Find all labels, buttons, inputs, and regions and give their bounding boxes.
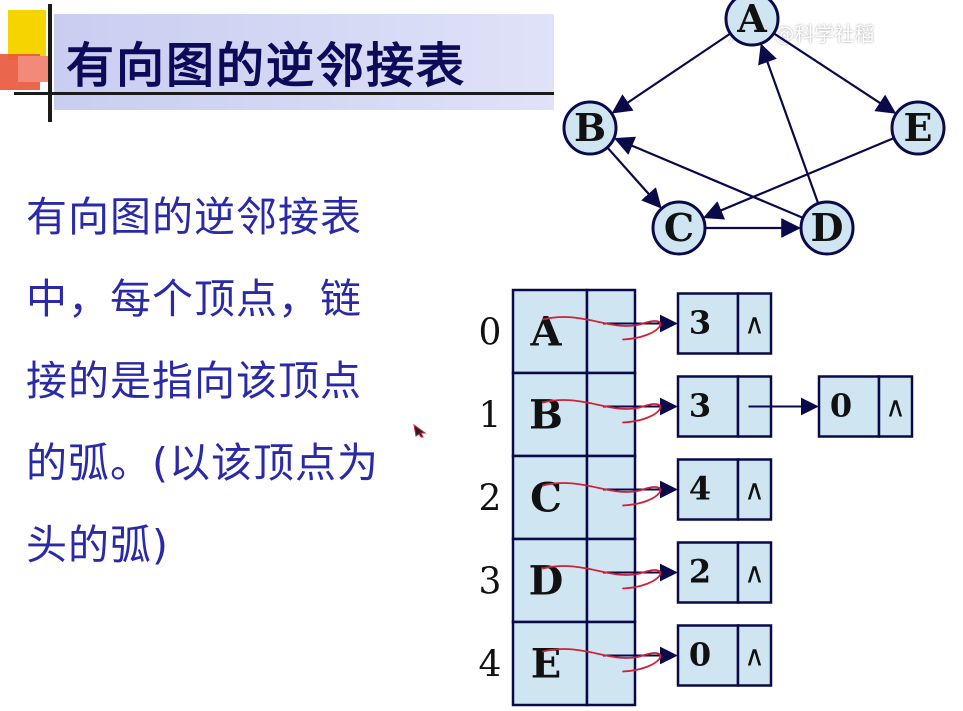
- list-node-link-cell: [877, 375, 914, 438]
- adjacency-lists: 3 ∧ 3 0 ∧ 4 ∧ 2 ∧ 0 ∧: [603, 292, 914, 687]
- list-node-value: 4: [689, 470, 711, 508]
- graph-vertex-label: D: [811, 205, 844, 250]
- graph-vertex-b: [562, 100, 618, 156]
- list-node-link-cell: [736, 292, 773, 355]
- list-node-link-cell: [736, 624, 773, 687]
- graph-vertex-e: [890, 100, 946, 156]
- graph-vertex-label: E: [904, 105, 933, 150]
- graph-edges: [606, 32, 897, 238]
- table-vertex-label: D: [529, 558, 564, 605]
- hand-annotations: [542, 316, 662, 673]
- table-row-index: 4: [479, 645, 502, 686]
- body-text: 有向图的逆邻接表 中，每个顶点，链 接的是指向该顶点 的弧。(以该顶点为 头的弧…: [26, 176, 446, 586]
- table-row-index: 0: [479, 313, 502, 354]
- graph-vertex-c: [651, 200, 707, 256]
- graph-edge-a-b: [611, 32, 732, 114]
- list-node-value-cell: [676, 624, 740, 687]
- list-node-link-cell: [736, 458, 773, 521]
- list-node-link: ∧: [885, 391, 906, 424]
- table-pointer-cell: [585, 371, 637, 458]
- list-node-link: ∧: [744, 308, 765, 341]
- list-node-link: ∧: [744, 640, 765, 673]
- table-vertex-label: C: [530, 475, 562, 522]
- table-row-index: 1: [479, 396, 502, 437]
- body-line: 中，每个顶点，链: [26, 275, 362, 323]
- annotation-stroke: [542, 316, 662, 341]
- body-line: 有向图的逆邻接表: [26, 193, 362, 241]
- graph-vertex-d: [799, 200, 855, 256]
- list-node-value-cell: [676, 458, 740, 521]
- graph-edge-a-e: [773, 32, 897, 114]
- pen-cursor-icon: [413, 424, 427, 438]
- table-pointer-cell: [585, 288, 637, 375]
- annotation-stroke: [542, 482, 662, 507]
- graph-vertex-label: C: [664, 205, 694, 250]
- table-row-index: 2: [479, 479, 502, 520]
- list-node-value: 3: [689, 387, 711, 425]
- decor-horizontal-line: [14, 92, 554, 95]
- list-node-value-cell: [676, 375, 740, 438]
- slide-title: 有向图的逆邻接表: [66, 38, 467, 94]
- graph-edge-e-c: [703, 137, 895, 220]
- table-pointer-cell: [585, 537, 637, 624]
- body-line: 的弧。(以该顶点为: [26, 439, 379, 487]
- list-node-value: 3: [689, 304, 711, 342]
- annotation-stroke: [542, 648, 662, 673]
- list-node-link: ∧: [744, 474, 765, 507]
- annotation-stroke: [542, 399, 662, 424]
- list-node-value: 2: [689, 553, 711, 591]
- list-node-link: ∧: [744, 557, 765, 590]
- table-row-index: 3: [479, 562, 502, 603]
- graph-edge-b-c: [606, 146, 662, 209]
- body-line: 头的弧): [26, 521, 169, 569]
- table-vertex-label: B: [529, 392, 563, 439]
- graph-edge-d-a: [758, 43, 820, 204]
- graph-vertex-label: B: [574, 105, 606, 150]
- list-node-value: 0: [830, 387, 852, 425]
- decor-square-yellow: [8, 10, 46, 60]
- table-vertex-label: E: [531, 641, 562, 688]
- decor-vertical-line: [48, 4, 52, 122]
- graph-edge-d-b: [613, 136, 804, 219]
- decor-square-red-light: [18, 56, 48, 82]
- graph-vertices: A B C D E: [562, 0, 946, 256]
- list-node-value: 0: [689, 636, 711, 674]
- table-pointer-cell: [585, 620, 637, 707]
- graph-vertex-label: A: [736, 0, 767, 41]
- list-node-value-cell: [817, 375, 881, 438]
- list-node-value-cell: [676, 292, 740, 355]
- table-pointer-cell: [585, 454, 637, 541]
- table-vertex-cell: [511, 537, 589, 624]
- annotation-stroke: [542, 565, 662, 590]
- table-vertex-cell: [511, 288, 589, 375]
- graph-vertex-a: [724, 0, 780, 47]
- body-line: 接的是指向该顶点: [26, 357, 362, 405]
- list-node-value-cell: [676, 541, 740, 604]
- table-vertex-label: A: [529, 309, 562, 356]
- list-node-link-cell: [736, 541, 773, 604]
